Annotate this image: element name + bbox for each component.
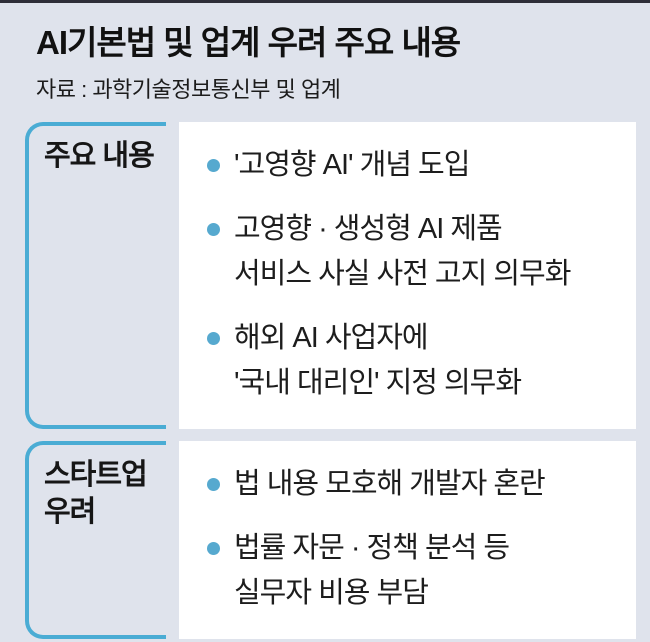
list-item: 해외 AI 사업자에 '국내 대리인' 지정 의무화 <box>207 316 620 406</box>
item-line: 실무자 비용 부담 <box>234 576 429 609</box>
list-item: '고영향 AI' 개념 도입 <box>207 143 620 188</box>
bullet-icon <box>207 331 220 345</box>
section-label-bracket: 스타트업 우려 <box>25 440 166 639</box>
content-sections: 주요 내용 '고영향 AI' 개념 도입 고영향 · 생성형 AI 제품 서비스… <box>25 121 636 639</box>
item-line: '국내 대리인' 지정 의무화 <box>234 366 522 399</box>
item-line: '고영향 AI' 개념 도입 <box>234 148 470 181</box>
page-title: AI기본법 및 업계 우려 주요 내용 <box>36 24 461 61</box>
bullet-icon <box>207 222 220 236</box>
list-item: 법 내용 모호해 개발자 혼란 <box>207 462 620 507</box>
source-credit: 자료 : 과학기술정보통신부 및 업계 <box>36 76 341 102</box>
section-startup-concerns: 스타트업 우려 법 내용 모호해 개발자 혼란 법률 자문 · 정책 분석 등 … <box>25 440 636 639</box>
header: AI기본법 및 업계 우려 주요 내용 자료 : 과학기술정보통신부 및 업계 <box>0 3 650 118</box>
bullet-icon <box>207 158 220 172</box>
list-item: 고영향 · 생성형 AI 제품 서비스 사실 사전 고지 의무화 <box>207 207 620 297</box>
item-line: 해외 AI 사업자에 <box>234 321 429 354</box>
item-line: 법 내용 모호해 개발자 혼란 <box>234 467 546 500</box>
section-label: 스타트업 우려 <box>44 458 148 529</box>
section-label: 주요 내용 <box>44 139 155 172</box>
section-panel: '고영향 AI' 개념 도입 고영향 · 생성형 AI 제품 서비스 사실 사전… <box>179 121 636 429</box>
item-line: 고영향 · 생성형 AI 제품 <box>234 212 503 245</box>
bullet-icon <box>207 541 220 555</box>
section-main-contents: 주요 내용 '고영향 AI' 개념 도입 고영향 · 생성형 AI 제품 서비스… <box>25 121 636 429</box>
top-rule-divider <box>0 0 650 3</box>
item-line: 법률 자문 · 정책 분석 등 <box>234 531 510 564</box>
list-item: 법률 자문 · 정책 분석 등 실무자 비용 부담 <box>207 526 620 616</box>
section-panel: 법 내용 모호해 개발자 혼란 법률 자문 · 정책 분석 등 실무자 비용 부… <box>179 440 636 639</box>
item-line: 서비스 사실 사전 고지 의무화 <box>234 257 571 290</box>
bullet-icon <box>207 477 220 491</box>
section-label-bracket: 주요 내용 <box>25 121 166 429</box>
